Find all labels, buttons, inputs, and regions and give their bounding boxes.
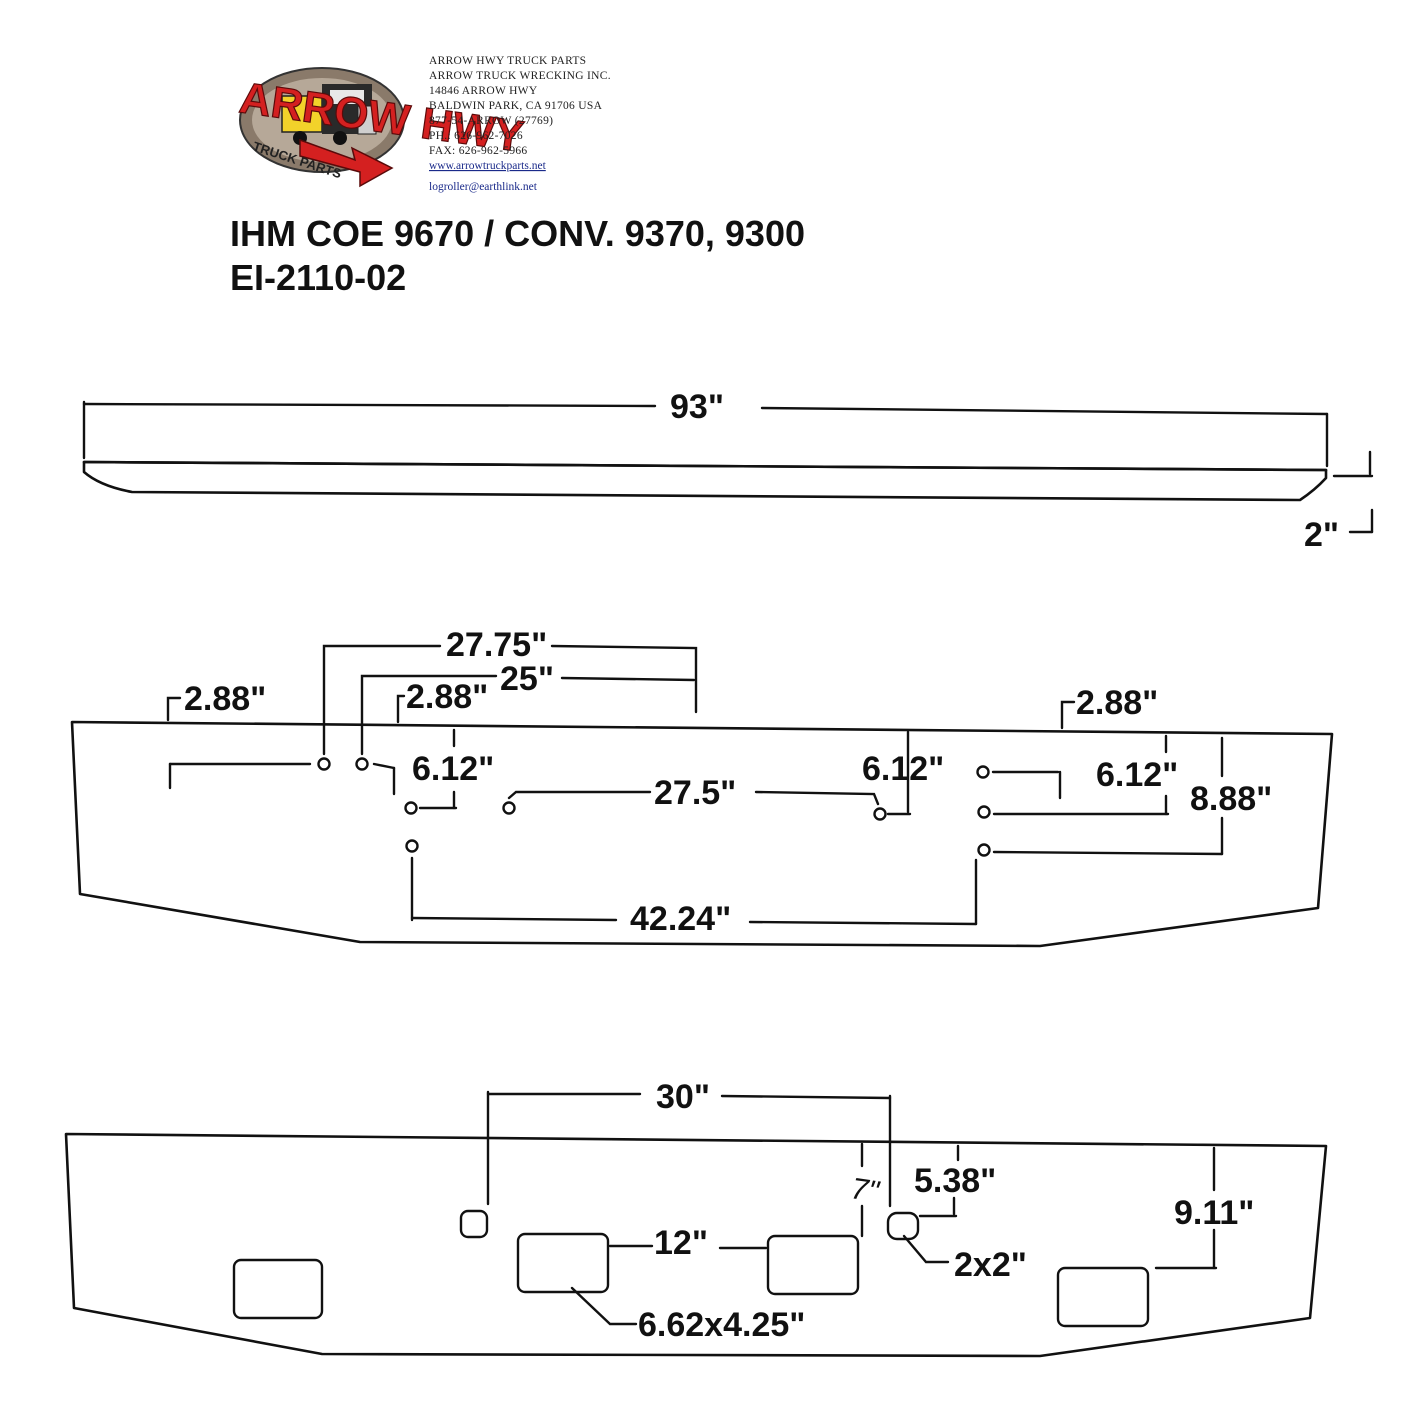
dim-8-88: 8.88"	[1190, 780, 1272, 818]
dim-line-25	[560, 676, 696, 682]
mounting-hole	[976, 765, 990, 779]
dim-line-2-88-mid	[396, 694, 406, 724]
top-view-outline	[82, 460, 1328, 502]
dim-line-42-24	[410, 916, 618, 922]
dim-line-30	[720, 1094, 892, 1100]
company-info: ARROW HWY TRUCK PARTS ARROW TRUCK WRECKI…	[429, 55, 611, 193]
light-cutout	[516, 1232, 610, 1294]
email-link[interactable]: logroller@earthlink.net	[429, 181, 538, 193]
mounting-hole	[873, 807, 887, 821]
light-cutout	[232, 1258, 324, 1320]
company-line: FAX: 626-962-5966	[429, 145, 527, 157]
dim-line-2-88-left	[166, 696, 182, 722]
dim-line-6-62x4-25	[570, 1286, 638, 1326]
mounting-hole	[405, 839, 419, 853]
dim-2-88-left: 2.88"	[184, 680, 266, 718]
dim-6-12-right: 6.12"	[1096, 756, 1178, 794]
square-cutout	[886, 1211, 920, 1241]
website-link[interactable]: www.arrowtruckparts.net	[429, 160, 547, 172]
bumper-outline-cutouts	[64, 1132, 1328, 1358]
dim-6-12-left: 6.12"	[412, 750, 494, 788]
front-view-cutouts: 30" 7" 5.38" 9.11" 12" 2x2" 6.62x4.25"	[64, 1078, 1328, 1358]
dim-line-27-5	[507, 790, 652, 800]
dim-93: 93"	[670, 388, 724, 426]
dim-2: 2"	[1304, 516, 1339, 554]
dim-line-27-75	[550, 644, 698, 714]
dim-12: 12"	[654, 1224, 708, 1262]
company-line: 877-54-ARROW (27769)	[429, 115, 553, 127]
dim-2-88-mid: 2.88"	[406, 678, 488, 716]
dim-line-27-75	[322, 644, 442, 756]
dim-7: 7"	[849, 1172, 882, 1209]
dim-2-88-right: 2.88"	[1076, 684, 1158, 722]
title-models: IHM COE 9670 / CONV. 9370, 9300	[230, 213, 805, 254]
dim-line-8-88	[992, 850, 1224, 856]
dim-line-2x2	[902, 1234, 950, 1264]
company-line: 14846 ARROW HWY	[429, 85, 538, 97]
mounting-hole	[977, 805, 991, 819]
dim-line-93	[760, 406, 1329, 416]
light-cutout	[766, 1234, 860, 1296]
mounting-hole	[404, 801, 418, 815]
company-line: PH.: 626-962-7026	[429, 130, 523, 142]
company-line: BALDWIN PARK, CA 91706 USA	[429, 100, 603, 112]
dim-line-25	[360, 674, 498, 756]
square-cutout	[459, 1209, 489, 1239]
dim-line-93	[82, 402, 657, 408]
light-cutout	[1056, 1266, 1150, 1328]
mounting-hole	[355, 757, 369, 771]
dim-27-75: 27.75"	[446, 626, 547, 664]
front-view-holes: 27.75" 25" 2.88" 2.88" 2.88" 6.12" 27.5"…	[70, 626, 1334, 948]
dim-2x2: 2x2"	[954, 1246, 1027, 1284]
dim-30: 30"	[656, 1078, 710, 1116]
dim-line-6-12-left	[372, 762, 396, 770]
dim-line-2-88-right	[1060, 700, 1076, 730]
company-line: ARROW HWY TRUCK PARTS	[429, 55, 586, 67]
dim-27-5: 27.5"	[654, 774, 736, 812]
title-part-number: EI-2110-02	[230, 257, 406, 298]
dim-25: 25"	[500, 660, 554, 698]
arrow-hwy-logo: ARROW HWY TRUCK PARTS	[236, 67, 527, 188]
mounting-hole	[977, 843, 991, 857]
bumper-outline-holes	[70, 720, 1334, 948]
dim-5-38: 5.38"	[914, 1162, 996, 1200]
top-view: 93" 2"	[82, 388, 1374, 554]
mounting-hole	[317, 757, 331, 771]
dim-line-27-5	[754, 790, 880, 806]
dim-6-12-mid: 6.12"	[862, 750, 944, 788]
company-line: ARROW TRUCK WRECKING INC.	[429, 70, 611, 82]
dim-42-24: 42.24"	[630, 900, 731, 938]
top-view-inner-edge	[82, 460, 1328, 472]
dim-line-42-24	[748, 920, 978, 926]
mounting-hole	[502, 801, 516, 815]
dim-9-11: 9.11"	[1174, 1194, 1254, 1232]
dim-6-62x4-25: 6.62x4.25"	[638, 1306, 805, 1344]
